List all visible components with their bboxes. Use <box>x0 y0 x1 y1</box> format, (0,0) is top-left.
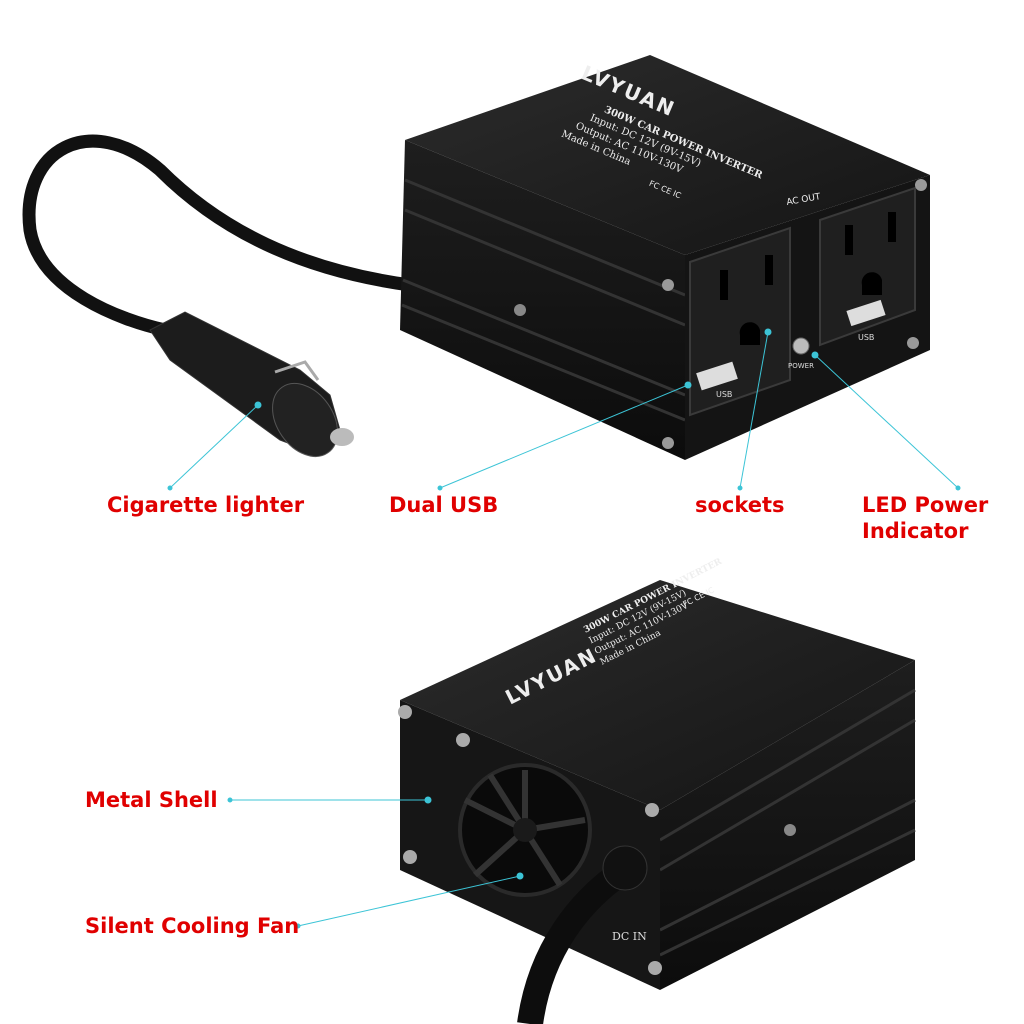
led-power-indicator <box>792 337 810 355</box>
power-cable <box>22 134 417 337</box>
side-face <box>400 140 685 460</box>
cooling-fan <box>458 763 592 897</box>
top-face <box>400 580 915 810</box>
cigarette-lighter-plug <box>149 311 354 457</box>
label-led-power-indicator: LED Power Indicator <box>862 492 988 544</box>
label-led-line2: Indicator <box>862 519 969 543</box>
top-face <box>405 55 930 255</box>
usb-port-right <box>846 299 886 327</box>
label-silent-cooling-fan: Silent Cooling Fan <box>85 914 300 938</box>
label-led-line1: LED Power <box>862 493 989 517</box>
inverter-rear-view: DC IN LVYUAN 300W CAR POWER INVERTER Inp… <box>398 557 916 1024</box>
label-dual-usb: Dual USB <box>389 493 499 517</box>
usb-label-left: USB <box>716 390 732 399</box>
ac-socket-right <box>819 186 916 347</box>
label-cigarette-lighter: Cigarette lighter <box>107 493 305 517</box>
label-metal-shell: Metal Shell <box>85 788 218 812</box>
callout-lines <box>167 328 961 929</box>
usb-port-left <box>696 361 738 391</box>
label-sockets: sockets <box>695 493 785 517</box>
dc-in-label: DC IN <box>612 930 647 943</box>
usb-label-right: USB <box>858 333 874 342</box>
power-label: POWER <box>788 362 814 370</box>
inverter-front-view: LVYUAN 300W CAR POWER INVERTER Input: DC… <box>22 55 930 460</box>
